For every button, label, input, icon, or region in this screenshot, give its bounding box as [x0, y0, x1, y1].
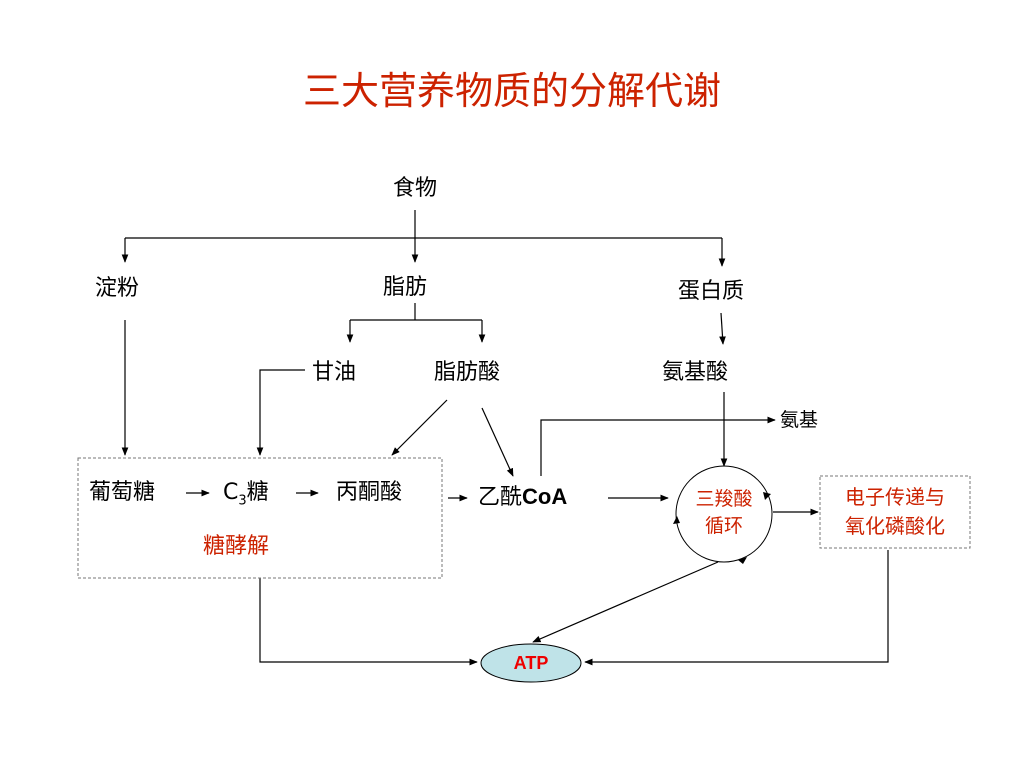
tca-line-2: 循环 — [704, 515, 743, 537]
glycolysis-box — [77, 457, 443, 579]
glycerol-to-c3 — [256, 369, 305, 456]
acetyl-coa-label: 乙酰CoA — [478, 486, 567, 509]
glycerol-label: 甘油 — [312, 360, 357, 385]
tca-cycle-circle — [675, 465, 773, 563]
page-title: 三大营养物质的分解代谢 — [302, 69, 721, 113]
glycolysis-to-atp — [259, 578, 478, 666]
tca-arrow-top-right — [763, 492, 771, 500]
etc-box — [819, 475, 971, 549]
c3-sugar-prefix: C — [223, 480, 239, 505]
fatty-acid-label: 脂肪酸 — [434, 360, 501, 385]
protein-to-amino-acid — [719, 312, 726, 345]
amino-group-branch — [540, 416, 776, 476]
glucose-label: 葡萄糖 — [89, 480, 156, 505]
etc-line-2: 氧化磷酸化 — [845, 514, 945, 538]
fatty-acid-to-pyruvate — [391, 399, 448, 456]
tca-line-1: 三羧酸 — [695, 488, 753, 510]
etc-line-1: 电子传递与 — [845, 485, 945, 509]
tca-arrow-bottom — [738, 557, 747, 564]
starch-label: 淀粉 — [95, 276, 140, 301]
etc-to-atp — [584, 550, 889, 666]
tca-to-atp — [532, 561, 719, 643]
fatty-acid-to-acetyl-coa — [481, 407, 514, 477]
amino-acid-label: 氨基酸 — [662, 360, 729, 385]
atp-label: ATP — [513, 652, 549, 673]
acetyl-coa-cn: 乙酰 — [478, 485, 523, 510]
pyruvate-label: 丙酮酸 — [336, 480, 403, 505]
atp-ellipse — [480, 643, 582, 683]
c3-sugar-subscript: 3 — [238, 493, 247, 509]
etc-text: 电子传递与 氧化磷酸化 — [820, 483, 970, 541]
fat-label: 脂肪 — [383, 275, 428, 300]
amino-group-label: 氨基 — [780, 409, 819, 431]
protein-label: 蛋白质 — [678, 279, 745, 304]
tca-arrow-left — [673, 516, 680, 524]
c3-sugar-suffix: 糖 — [246, 480, 269, 505]
tca-cycle-text: 三羧酸 循环 — [676, 486, 772, 540]
c3-sugar-label: C3糖 — [223, 480, 269, 509]
glycolysis-label: 糖酵解 — [203, 534, 270, 559]
food-label: 食物 — [393, 176, 438, 201]
acetyl-coa-en: CoA — [522, 484, 568, 509]
